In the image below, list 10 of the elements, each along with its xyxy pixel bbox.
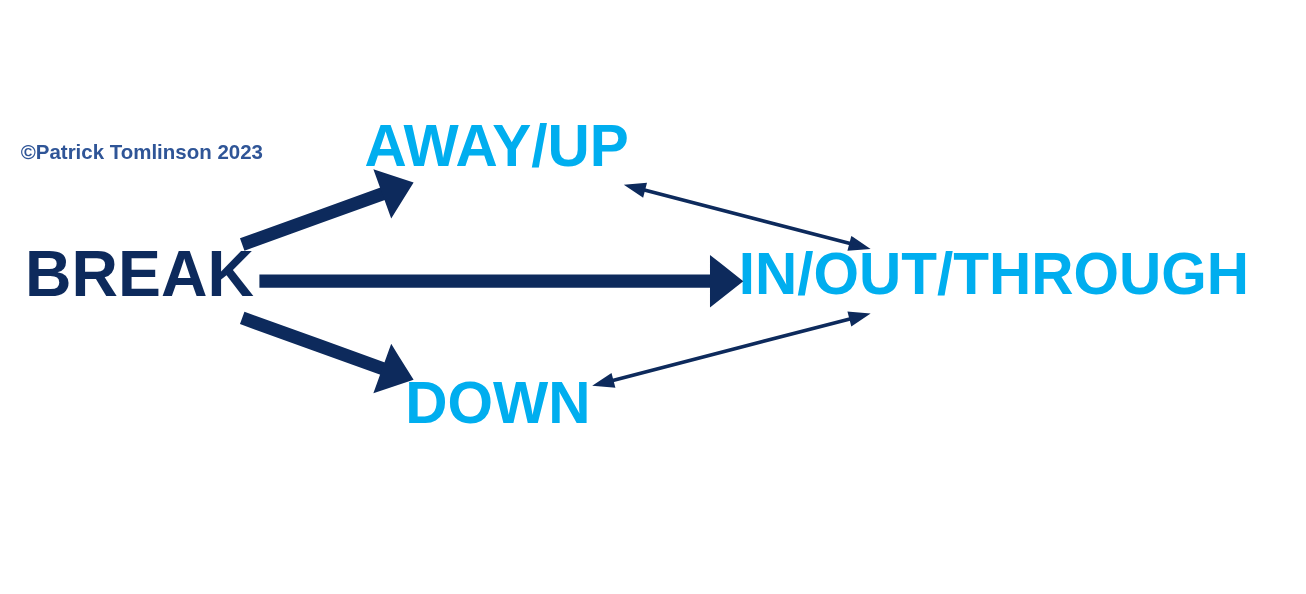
arrow xyxy=(240,169,414,251)
arrow xyxy=(240,311,414,394)
node-text: AWAY/UP xyxy=(364,112,629,178)
node-text: DOWN xyxy=(405,370,591,436)
node-text: BREAK xyxy=(25,238,254,311)
arrow xyxy=(623,182,871,251)
label: ©Patrick Tomlinson 2023 xyxy=(20,140,263,164)
node-text: IN/OUT/THROUGH xyxy=(738,241,1250,307)
arrow xyxy=(592,311,871,388)
arrow xyxy=(259,255,744,308)
